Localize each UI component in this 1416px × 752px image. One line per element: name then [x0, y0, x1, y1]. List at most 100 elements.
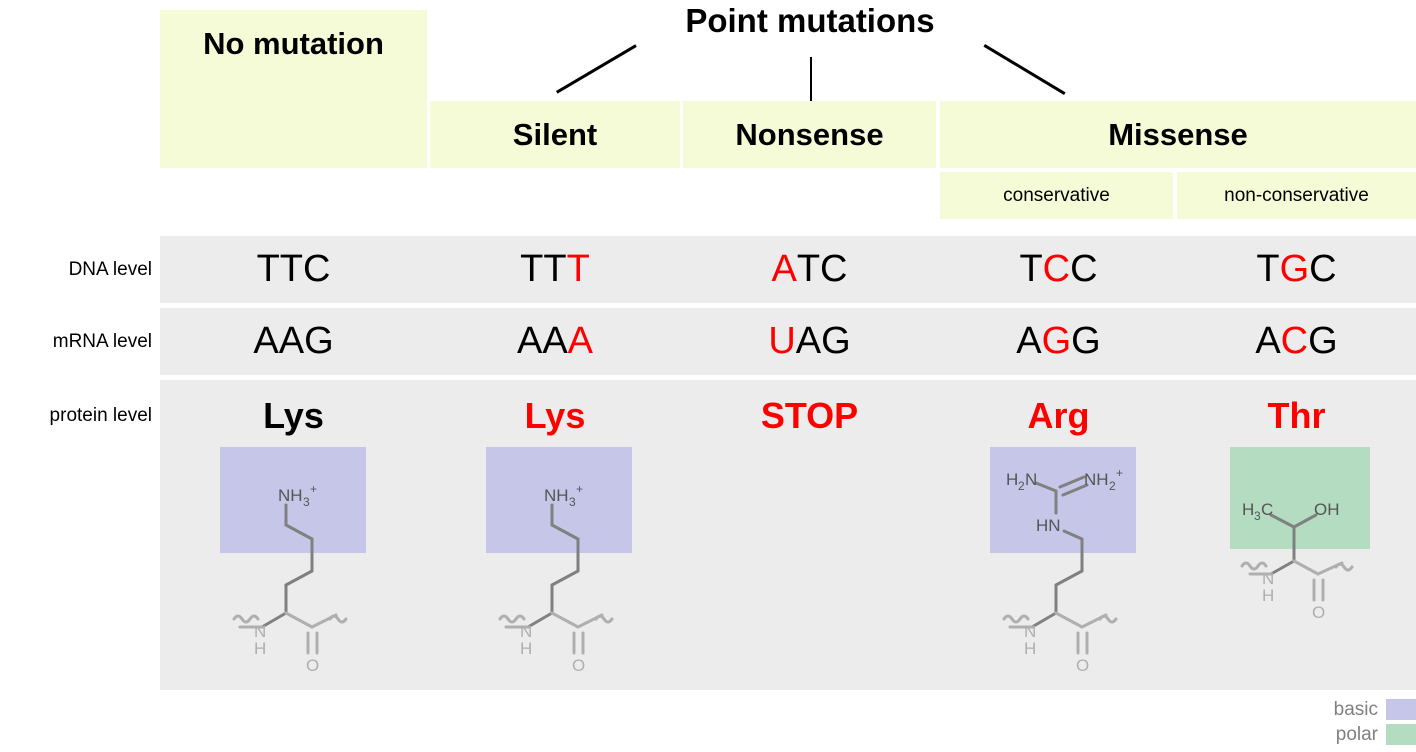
mrna-row-background	[160, 308, 1416, 375]
dna-segment: C	[1309, 248, 1337, 290]
svg-text:3: 3	[569, 495, 576, 509]
mrna-cell-no-mutation: AAG	[160, 308, 427, 375]
header-missense: Missense	[940, 101, 1416, 168]
row-label-protein: protein level	[0, 382, 152, 449]
protein-cell-silent: Lys	[430, 382, 680, 449]
header-conservative-label: conservative	[1003, 184, 1110, 206]
svg-text:H: H	[1262, 586, 1274, 605]
dna-segment: T	[1256, 248, 1280, 290]
legend-swatch	[1386, 724, 1416, 745]
mrna-segment: C	[1280, 320, 1309, 362]
svg-text:NH: NH	[1084, 470, 1109, 489]
svg-text:NH: NH	[544, 486, 569, 505]
header-nonsense-label: Nonsense	[735, 116, 884, 152]
svg-text:+: +	[1116, 466, 1123, 480]
dna-cell-no-mutation: TTC	[160, 236, 427, 303]
connector-line-nonsense	[810, 57, 812, 101]
svg-text:H: H	[1006, 470, 1018, 489]
molecule-lysine-silent: NH 3 + N H O	[484, 443, 636, 678]
header-no-mutation-label: No mutation	[203, 26, 384, 61]
svg-text:2: 2	[1018, 479, 1025, 493]
svg-text:OH: OH	[1314, 500, 1340, 519]
dna-segment: G	[1279, 248, 1310, 290]
svg-text:N: N	[1262, 569, 1274, 588]
sidechain-highlight-basic	[220, 447, 366, 553]
legend-label: polar	[1335, 723, 1378, 745]
dna-segment: TC	[796, 248, 848, 290]
dna-row-background	[160, 236, 1416, 303]
svg-text:H: H	[520, 639, 532, 658]
row-label-protein-text: protein level	[49, 404, 152, 426]
svg-text:O: O	[1076, 656, 1089, 675]
svg-text:3: 3	[1254, 509, 1261, 523]
protein-label: Thr	[1267, 394, 1326, 436]
protein-cell-missense-conservative: Arg	[940, 382, 1177, 449]
mrna-segment: A	[567, 320, 594, 362]
dna-segment: C	[1042, 248, 1071, 290]
dna-segment: TT	[520, 248, 567, 290]
svg-text:2: 2	[1109, 479, 1116, 493]
svg-text:N: N	[1024, 622, 1036, 641]
legend-item-polar: polar	[1280, 722, 1416, 747]
row-label-mrna-text: mRNA level	[52, 330, 152, 352]
header-silent: Silent	[430, 101, 680, 168]
mrna-segment: A	[1255, 320, 1281, 362]
header-no-mutation: No mutation	[160, 10, 427, 168]
mrna-segment: U	[768, 320, 796, 362]
molecule-threonine: H 3 C OH N H O	[1224, 443, 1376, 678]
mrna-segment: AAG	[253, 320, 334, 362]
header-nonsense: Nonsense	[683, 101, 936, 168]
svg-text:N: N	[520, 622, 532, 641]
svg-text:NH: NH	[278, 486, 303, 505]
connector-line-silent	[556, 44, 637, 94]
sidechain-highlight-basic	[486, 447, 632, 553]
row-label-dna-text: DNA level	[68, 258, 152, 280]
legend-swatch	[1386, 699, 1416, 720]
mrna-segment: A	[1016, 320, 1042, 362]
mrna-segment: AG	[795, 320, 851, 362]
molecule-arginine: H 2 N NH 2 + HN N H O	[988, 443, 1140, 678]
protein-row-background	[160, 380, 1416, 690]
legend-item-basic: basic	[1280, 697, 1416, 722]
dna-segment: TTC	[256, 248, 331, 290]
mrna-segment: G	[1071, 320, 1101, 362]
header-non-conservative: non-conservative	[1177, 172, 1416, 219]
protein-cell-missense-non-conservative: Thr	[1177, 382, 1416, 449]
mrna-segment: G	[1308, 320, 1338, 362]
mrna-segment: G	[1041, 320, 1072, 362]
sidechain-highlight-basic	[990, 447, 1136, 553]
dna-segment: C	[1070, 248, 1098, 290]
dna-segment: T	[566, 248, 590, 290]
protein-label: Lys	[524, 394, 586, 436]
svg-text:N: N	[254, 622, 266, 641]
svg-text:HN: HN	[1036, 516, 1061, 535]
protein-label: Lys	[263, 394, 324, 436]
dna-segment: T	[1019, 248, 1043, 290]
protein-cell-nonsense: STOP	[683, 382, 936, 449]
sidechain-highlight-polar	[1230, 447, 1370, 549]
protein-cell-no-mutation: Lys	[160, 382, 427, 449]
svg-text:+: +	[310, 482, 317, 496]
svg-text:+: +	[576, 482, 583, 496]
svg-text:N: N	[1025, 470, 1037, 489]
row-label-dna: DNA level	[10, 236, 152, 303]
dna-segment: A	[771, 248, 797, 290]
svg-text:H: H	[254, 639, 266, 658]
row-label-mrna: mRNA level	[10, 308, 152, 375]
page-title: Point mutations	[685, 2, 935, 39]
svg-text:H: H	[1024, 639, 1036, 658]
header-silent-label: Silent	[512, 116, 598, 152]
svg-text:O: O	[306, 656, 319, 675]
svg-text:O: O	[572, 656, 585, 675]
svg-text:C: C	[1261, 500, 1273, 519]
